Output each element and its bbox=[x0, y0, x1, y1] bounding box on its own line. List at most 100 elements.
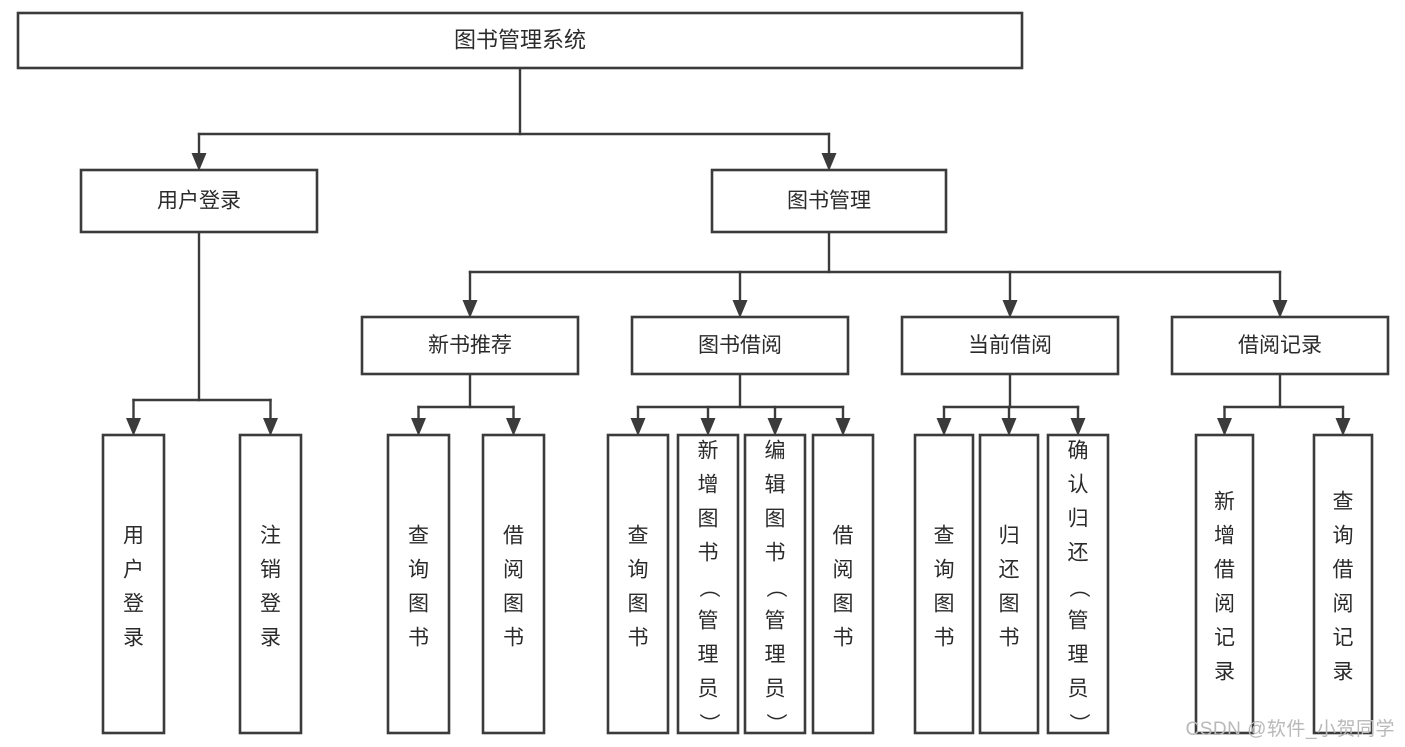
node-box[interactable] bbox=[811, 433, 875, 735]
node-box[interactable] bbox=[1046, 433, 1110, 735]
node-box[interactable] bbox=[101, 433, 166, 735]
tree-node-l2-3[interactable]: 借阅记录 bbox=[1170, 315, 1390, 376]
node-label-char: 询 bbox=[1333, 525, 1354, 548]
node-label-char: 录 bbox=[260, 627, 281, 650]
node-label-char: 还 bbox=[1068, 542, 1089, 565]
arrow-head-icon bbox=[506, 418, 521, 436]
node-label-char: （ bbox=[697, 577, 720, 598]
tree-node-l3-0[interactable]: 用户登录 bbox=[101, 433, 166, 735]
node-box[interactable] bbox=[676, 433, 740, 735]
node-label-char: 编 bbox=[765, 440, 786, 463]
node-label-char: 录 bbox=[1333, 661, 1354, 684]
node-box[interactable] bbox=[710, 168, 948, 234]
tree-node-l1-1[interactable]: 图书管理 bbox=[710, 168, 948, 234]
node-label-char: ） bbox=[764, 713, 787, 734]
tree-node-root[interactable]: 图书管理系统 bbox=[16, 11, 1024, 70]
node-label-char: 借 bbox=[833, 525, 854, 548]
node-label-char: 图 bbox=[698, 508, 719, 531]
node-label-char: 借 bbox=[503, 525, 524, 548]
node-label-char: 认 bbox=[1068, 474, 1089, 497]
node-label-char: 阅 bbox=[1333, 593, 1354, 616]
node-box[interactable] bbox=[978, 433, 1040, 735]
tree-node-l2-1[interactable]: 图书借阅 bbox=[630, 315, 850, 376]
node-label-char: 查 bbox=[628, 525, 649, 548]
node-label-char: 管 bbox=[698, 610, 719, 633]
node-label-char: 员 bbox=[765, 678, 786, 701]
node-label: 当前借阅 bbox=[968, 334, 1052, 357]
node-label-char: 归 bbox=[999, 525, 1020, 548]
node-box[interactable] bbox=[1194, 433, 1255, 735]
arrow-head-icon bbox=[732, 300, 748, 318]
node-label-char: 图 bbox=[765, 508, 786, 531]
node-label-char: 理 bbox=[698, 644, 719, 667]
node-box[interactable] bbox=[386, 433, 451, 735]
node-box[interactable] bbox=[913, 433, 975, 735]
node-label-char: 书 bbox=[999, 627, 1020, 650]
connector-group-bus-l2-1 bbox=[630, 372, 851, 436]
arrow-head-icon bbox=[767, 418, 783, 436]
node-label-char: 归 bbox=[1068, 508, 1089, 531]
connector-group-bus-l1-0 bbox=[126, 230, 278, 436]
node-label-char: 录 bbox=[1214, 661, 1235, 684]
connector-group-bus-l2-2 bbox=[936, 372, 1086, 436]
node-box[interactable] bbox=[238, 433, 303, 735]
arrow-head-icon bbox=[630, 418, 646, 436]
tree-node-l1-0[interactable]: 用户登录 bbox=[79, 168, 319, 234]
node-label-char: 书 bbox=[833, 627, 854, 650]
node-label-char: 注 bbox=[260, 525, 281, 548]
node-label-char: 员 bbox=[698, 678, 719, 701]
arrow-head-icon bbox=[1272, 300, 1288, 318]
node-box[interactable] bbox=[79, 168, 319, 234]
node-box[interactable] bbox=[606, 433, 670, 735]
node-label-char: 阅 bbox=[833, 559, 854, 582]
node-label: 图书管理 bbox=[787, 190, 871, 213]
arrow-head-icon bbox=[462, 300, 478, 318]
node-label-char: 记 bbox=[1214, 627, 1235, 650]
tree-node-l2-0[interactable]: 新书推荐 bbox=[360, 315, 580, 376]
node-box[interactable] bbox=[1170, 315, 1390, 376]
node-label-char: 图 bbox=[503, 593, 524, 616]
node-box[interactable] bbox=[360, 315, 580, 376]
node-label-char: 书 bbox=[628, 627, 649, 650]
tree-node-l2-2[interactable]: 当前借阅 bbox=[900, 315, 1120, 376]
node-layer: 图书管理系统用户登录图书管理新书推荐图书借阅当前借阅借阅记录用户登录注销登录查询… bbox=[16, 11, 1390, 735]
node-label: 用户登录 bbox=[157, 190, 241, 213]
node-label-char: 辑 bbox=[765, 474, 786, 497]
node-label-char: 图 bbox=[628, 593, 649, 616]
node-label-char: 查 bbox=[1333, 491, 1354, 514]
node-box[interactable] bbox=[16, 11, 1024, 70]
arrow-head-icon bbox=[1217, 418, 1232, 436]
connector-group-bus-root bbox=[191, 66, 837, 171]
node-label-char: 新 bbox=[1214, 491, 1235, 514]
node-box[interactable] bbox=[481, 433, 546, 735]
arrow-head-icon bbox=[1335, 418, 1351, 436]
node-box[interactable] bbox=[743, 433, 807, 735]
connector-layer bbox=[126, 66, 1351, 436]
node-label: 借阅记录 bbox=[1238, 334, 1322, 357]
node-label-char: 新 bbox=[698, 440, 719, 463]
node-label-char: 增 bbox=[1214, 525, 1235, 548]
node-label: 图书借阅 bbox=[698, 334, 782, 357]
node-box[interactable] bbox=[1312, 433, 1374, 735]
node-label-char: （ bbox=[1067, 577, 1090, 598]
node-label-char: ） bbox=[1067, 713, 1090, 734]
node-box[interactable] bbox=[900, 315, 1120, 376]
node-label-char: 确 bbox=[1068, 440, 1089, 463]
node-box[interactable] bbox=[630, 315, 850, 376]
node-label-char: 销 bbox=[260, 559, 281, 582]
node-label-char: 借 bbox=[1333, 559, 1354, 582]
